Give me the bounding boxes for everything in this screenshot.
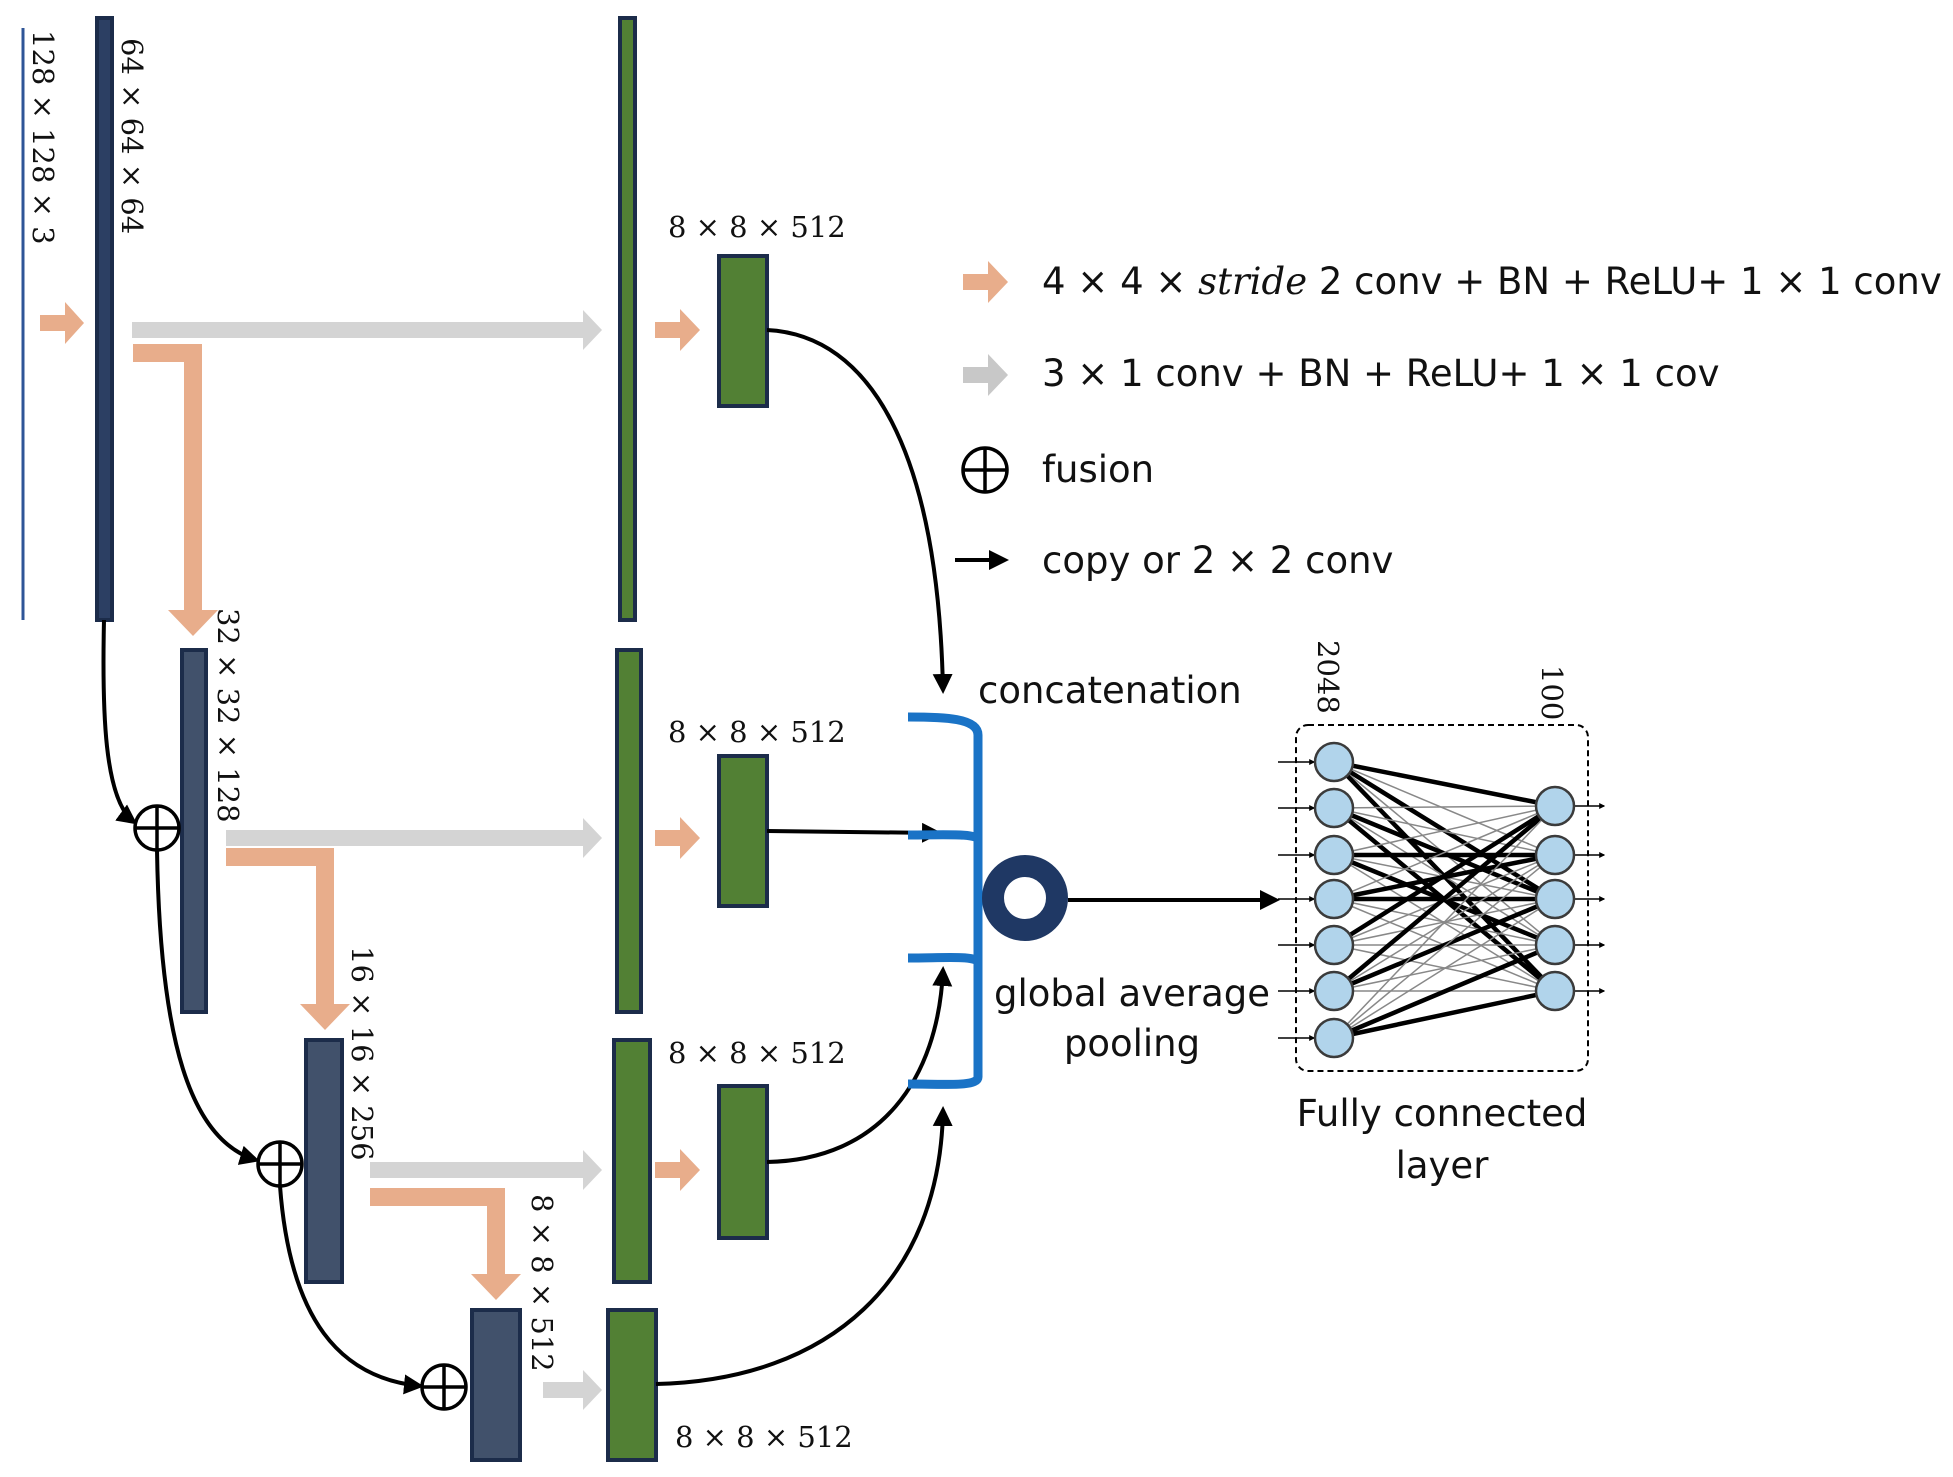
encoder-block-4: [470, 1308, 522, 1462]
fc-output-node: [1534, 834, 1576, 876]
label-out4-dims: 8 × 8 × 512: [675, 1420, 853, 1454]
fc-input-node: [1313, 970, 1355, 1012]
encoder-block-1: [95, 16, 114, 622]
label-fc-in: 2048: [1311, 640, 1345, 714]
output-block-2: [717, 754, 769, 908]
legend-gray-text: 3 × 1 conv + BN + ReLU+ 1 × 1 cov: [1042, 352, 1719, 395]
legend-black-text: copy or 2 × 2 conv: [1042, 539, 1393, 582]
fc-connection: [1333, 805, 1556, 900]
fc-box: [1295, 724, 1589, 1072]
fc-input-node: [1313, 787, 1355, 829]
orange-arrow-out-1: [655, 309, 700, 351]
fc-input-node: [1313, 878, 1355, 920]
fc-output-node: [1534, 924, 1576, 966]
fusion-node-1: [133, 804, 181, 852]
concat-arrow-3: [766, 966, 953, 1164]
fc-connection: [1333, 898, 1556, 1039]
skip-curve-2: [155, 849, 260, 1165]
branch-block-3: [612, 1038, 652, 1284]
fc-connection: [1333, 805, 1556, 809]
label-gap-line2: pooling: [1064, 1022, 1200, 1065]
fc-connection: [1333, 854, 1556, 1039]
legend-fusion-text: fusion: [1042, 448, 1154, 491]
label-s4-dims: 8 × 8 × 512: [525, 1194, 559, 1372]
label-gap-line1: global average: [994, 972, 1270, 1015]
orange-down-arrow-2: [226, 848, 350, 1030]
label-concatenation: concatenation: [978, 669, 1242, 712]
orange-arrow-icon: [963, 261, 1008, 303]
label-input-dims: 128 × 128 × 3: [26, 30, 60, 245]
branch-block-4: [606, 1308, 658, 1462]
orange-down-arrow-3: [370, 1188, 521, 1300]
fc-input-node: [1313, 741, 1355, 783]
fc-connection: [1333, 759, 1556, 809]
label-fc-out: 100: [1535, 665, 1569, 720]
concatenation-bracket: [907, 712, 983, 1089]
orange-down-arrow-1: [133, 344, 218, 636]
encoder-block-3: [304, 1038, 344, 1284]
fc-network: [1278, 741, 1606, 1059]
gray-arrow-1: [132, 310, 602, 350]
fc-output-node: [1534, 785, 1576, 827]
skip-curve-3: [278, 1185, 424, 1395]
label-s3-dims: 16 × 16 × 256: [345, 946, 379, 1161]
orange-arrow-input: [40, 302, 84, 344]
label-out2-dims: 8 × 8 × 512: [668, 715, 846, 749]
label-s2-dims: 32 × 32 × 128: [211, 608, 245, 823]
fusion-plus-icon: [961, 446, 1009, 494]
fc-connection: [1333, 988, 1556, 1041]
label-fc-line1: Fully connected: [1297, 1092, 1588, 1135]
gray-arrow-3: [370, 1150, 602, 1190]
output-block-3: [717, 1084, 769, 1240]
gray-arrow-icon: [963, 354, 1008, 396]
fc-connection: [1333, 896, 1556, 994]
concat-arrow-4: [655, 1106, 953, 1386]
gray-arrow-2: [226, 818, 602, 858]
fc-connection: [1332, 804, 1557, 947]
encoder-block-2: [180, 648, 208, 1014]
legend: 4 × 4 × stride 2 conv + BN + ReLU+ 1 × 1…: [955, 260, 1942, 582]
fc-connection: [1333, 805, 1556, 1039]
output-block-1: [717, 254, 769, 408]
label-s1-dims: 64 × 64 × 64: [115, 38, 149, 234]
label-fc-line2: layer: [1396, 1144, 1490, 1187]
fc-connection: [1333, 942, 1556, 1041]
fc-connection: [1333, 805, 1556, 856]
orange-arrow-out-3: [655, 1149, 700, 1191]
gray-arrow-4: [543, 1370, 602, 1410]
label-out3-dims: 8 × 8 × 512: [668, 1036, 846, 1070]
orange-arrow-out-2: [655, 817, 700, 859]
branch-block-2: [615, 648, 643, 1014]
branch-block-1: [618, 16, 637, 622]
fc-output-node: [1534, 970, 1576, 1012]
fc-input-node: [1313, 924, 1355, 966]
fc-connection: [1332, 804, 1557, 993]
label-out1-dims: 8 × 8 × 512: [668, 210, 846, 244]
legend-orange-text: 4 × 4 × stride 2 conv + BN + ReLU+ 1 × 1…: [1042, 260, 1942, 303]
fusion-node-3: [420, 1363, 468, 1411]
skip-curve-1: [101, 619, 138, 825]
concat-arrow-1: [766, 328, 953, 694]
fc-connection: [1333, 807, 1556, 856]
fc-input-node: [1313, 834, 1355, 876]
gap-ring-icon: [982, 855, 1068, 941]
fc-output-node: [1534, 878, 1576, 920]
fusion-node-2: [256, 1140, 304, 1188]
fc-input-node: [1313, 1017, 1355, 1059]
